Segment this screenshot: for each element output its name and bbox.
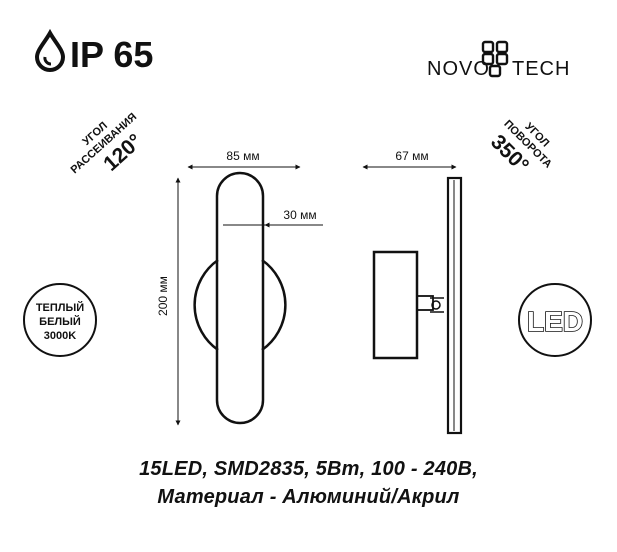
dimension-depth-label: 67 мм (395, 149, 428, 163)
side-base (372, 250, 419, 360)
led-badge: LED (518, 283, 592, 357)
brand-logo-right: TECH (512, 58, 570, 80)
ip-rating: IP 65 (34, 28, 153, 75)
front-bar (215, 171, 265, 425)
color-temp-line1: ТЕПЛЫЙ (36, 301, 84, 314)
water-drop-icon (34, 28, 66, 72)
dimension-inner-width: 30 мм (264, 208, 323, 228)
dimension-width: 85 мм (187, 149, 301, 170)
dimension-inner-width-label: 30 мм (283, 208, 316, 222)
side-bar (446, 176, 463, 435)
brand-logo: NOVO TECH (427, 40, 570, 80)
front-disc (193, 258, 287, 352)
rotation-angle: УГОЛ ПОВОРОТА 350° (486, 118, 554, 177)
side-pivot (431, 300, 441, 310)
beam-angle: УГОЛ РАССЕИВАНИЯ 120° (69, 111, 147, 176)
dimension-depth: 67 мм (362, 149, 457, 170)
led-badge-label: LED (527, 306, 583, 337)
logo-mark-icon (481, 40, 509, 78)
dimension-width-label: 85 мм (226, 149, 259, 163)
ip-rating-label: IP 65 (70, 34, 153, 75)
dimension-height-label: 200 мм (156, 276, 170, 316)
dimension-height: 200 мм (156, 177, 181, 426)
specs-line1: 15LED, SMD2835, 5Вm, 100 - 240В, (139, 458, 478, 480)
color-temp-badge-circle (23, 283, 97, 357)
side-view (372, 176, 463, 435)
color-temp-line3: 3000K (44, 330, 76, 342)
color-temp-line2: БЕЛЫЙ (39, 315, 81, 328)
brand-logo-left: NOVO (427, 58, 490, 80)
led-badge-circle (518, 283, 592, 357)
specs-line2: Материал - Алюминий/Акрил (157, 486, 460, 508)
color-temp-badge: ТЕПЛЫЙ БЕЛЫЙ 3000K (23, 283, 97, 357)
